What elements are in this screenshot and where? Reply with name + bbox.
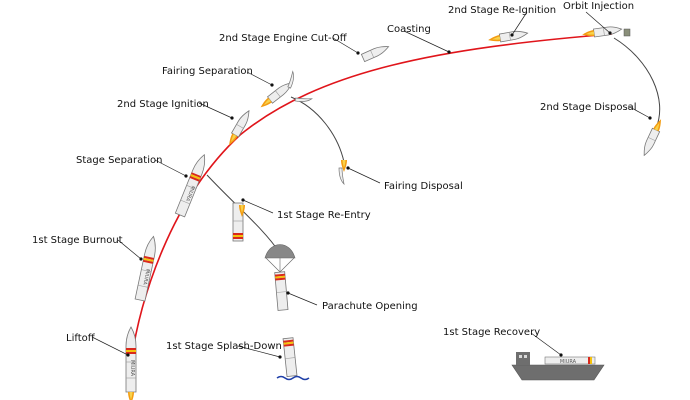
label-first-stage-reentry: 1st Stage Re-Entry (277, 210, 371, 221)
label-second-stage-disposal: 2nd Stage Disposal (540, 102, 637, 113)
label-orbit-injection: Orbit Injection (563, 1, 634, 12)
label-second-stage-ignition: 2nd Stage Ignition (117, 99, 209, 110)
second-stage-disposal-path (613, 37, 661, 129)
label-first-stage-burnout: 1st Stage Burnout (32, 235, 123, 246)
fairing-disposal-path (290, 96, 345, 163)
second-stage-reignition-vehicle (487, 28, 529, 44)
rocket-marking: MIURA (141, 268, 150, 286)
label-fairing-disposal: Fairing Disposal (384, 181, 463, 192)
parachute (264, 244, 296, 273)
second-stage-cutoff-vehicle (360, 42, 391, 63)
ship-stage-marking: MIURA (560, 359, 577, 365)
rocket-stage-separation: MIURA (174, 152, 210, 218)
payload-satellite (623, 28, 631, 37)
rocket-burnout: MIURA (134, 234, 159, 302)
recovery-ship: MIURA (511, 352, 605, 381)
label-second-stage-engine-cutoff: 2nd Stage Engine Cut-Off (219, 33, 348, 44)
label-first-stage-recovery: 1st Stage Recovery (443, 327, 540, 338)
label-parachute-opening: Parachute Opening (322, 301, 418, 312)
first-stage-under-parachute (274, 271, 289, 311)
rocket-liftoff: MIURA (125, 326, 137, 400)
ascent-trajectory (130, 33, 613, 363)
label-fairing-separation: Fairing Separation (162, 66, 253, 77)
rocket-marking: MIURA (184, 185, 196, 203)
fairing-disposal-piece (338, 167, 345, 185)
label-stage-separation: Stage Separation (76, 155, 162, 166)
fairing-half-lower (294, 95, 313, 105)
leader-lines (91, 11, 651, 358)
sea-surface (276, 375, 310, 381)
second-stage-disposal-vehicle (640, 117, 664, 158)
label-liftoff: Liftoff (66, 333, 96, 344)
first-stage-reentry-path (206, 174, 280, 253)
label-first-stage-splashdown: 1st Stage Splash-Down (166, 341, 282, 352)
rocket-marking: MIURA (129, 360, 135, 377)
leader-dots (126, 31, 652, 359)
first-stage-splashdown-vehicle (282, 337, 298, 378)
label-second-stage-reignition: 2nd Stage Re-Ignition (448, 5, 556, 16)
label-coasting: Coasting (387, 24, 431, 35)
